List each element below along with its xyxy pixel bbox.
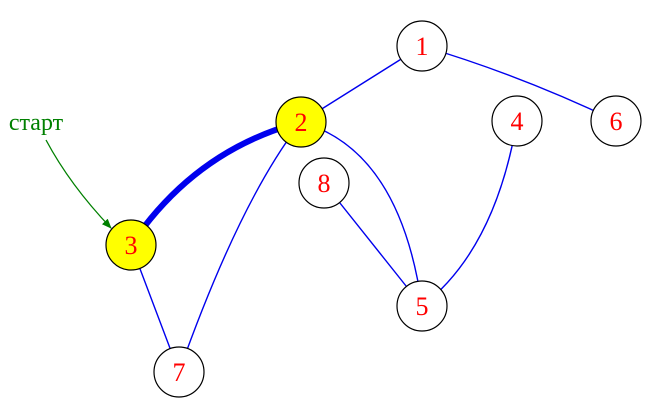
node-circle-6 xyxy=(590,95,642,147)
edges-layer xyxy=(128,45,617,373)
node-circle-4 xyxy=(491,95,543,147)
start-arrow xyxy=(45,139,112,229)
node-label-8: 8 xyxy=(318,169,331,198)
start-label: старт xyxy=(9,110,64,136)
node-label-5: 5 xyxy=(416,292,429,321)
node-label-4: 4 xyxy=(511,107,524,136)
node-label-6: 6 xyxy=(610,107,623,136)
node-3: 3 xyxy=(105,219,157,271)
node-circle-8 xyxy=(298,157,350,209)
node-label-2: 2 xyxy=(295,108,308,137)
node-circle-3 xyxy=(105,219,157,271)
node-circle-7 xyxy=(153,346,205,398)
node-label-1: 1 xyxy=(416,32,429,61)
edge-2-5 xyxy=(300,121,423,307)
node-5: 5 xyxy=(396,280,448,332)
node-2: 2 xyxy=(275,96,327,148)
nodes-layer: 1 2 3 4 5 6 7 8 xyxy=(105,20,642,398)
node-6: 6 xyxy=(590,95,642,147)
node-circle-5 xyxy=(396,280,448,332)
node-4: 4 xyxy=(491,95,543,147)
node-circle-2 xyxy=(275,96,327,148)
node-8: 8 xyxy=(298,157,350,209)
edge-8-5 xyxy=(323,182,423,307)
edge-3-2 xyxy=(128,119,304,248)
edge-2-7 xyxy=(178,121,302,373)
node-label-7: 7 xyxy=(173,358,186,387)
node-circle-1 xyxy=(396,20,448,72)
edge-4-5 xyxy=(421,120,518,307)
start-marker: старт xyxy=(9,110,112,229)
node-1: 1 xyxy=(396,20,448,72)
node-7: 7 xyxy=(153,346,205,398)
node-label-3: 3 xyxy=(125,231,138,260)
